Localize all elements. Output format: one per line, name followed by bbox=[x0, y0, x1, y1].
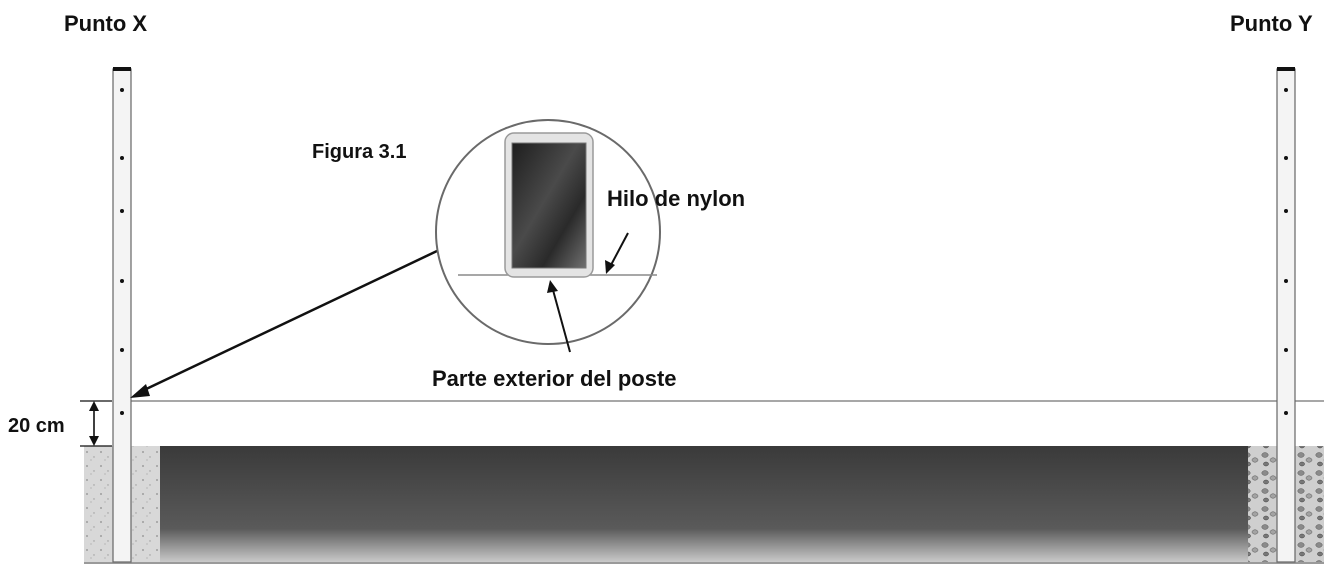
post-exterior-label: Parte exterior del poste bbox=[432, 366, 677, 391]
point-x-label: Punto X bbox=[64, 11, 147, 36]
figure-label: Figura 3.1 bbox=[312, 141, 406, 163]
height-dimension bbox=[80, 400, 112, 447]
nylon-thread-label: Hilo de nylon bbox=[607, 186, 745, 211]
exterior-pointer-arrow bbox=[547, 280, 571, 353]
point-y-label: Punto Y bbox=[1230, 11, 1313, 36]
nylon-pointer-arrow bbox=[605, 232, 629, 274]
post-left bbox=[112, 67, 132, 563]
magnifier-detail bbox=[435, 119, 661, 345]
post-right bbox=[1276, 67, 1296, 563]
height-label: 20 cm bbox=[8, 415, 65, 437]
soil-layer bbox=[160, 446, 1248, 564]
magnifier-pointer-arrow bbox=[130, 249, 438, 398]
